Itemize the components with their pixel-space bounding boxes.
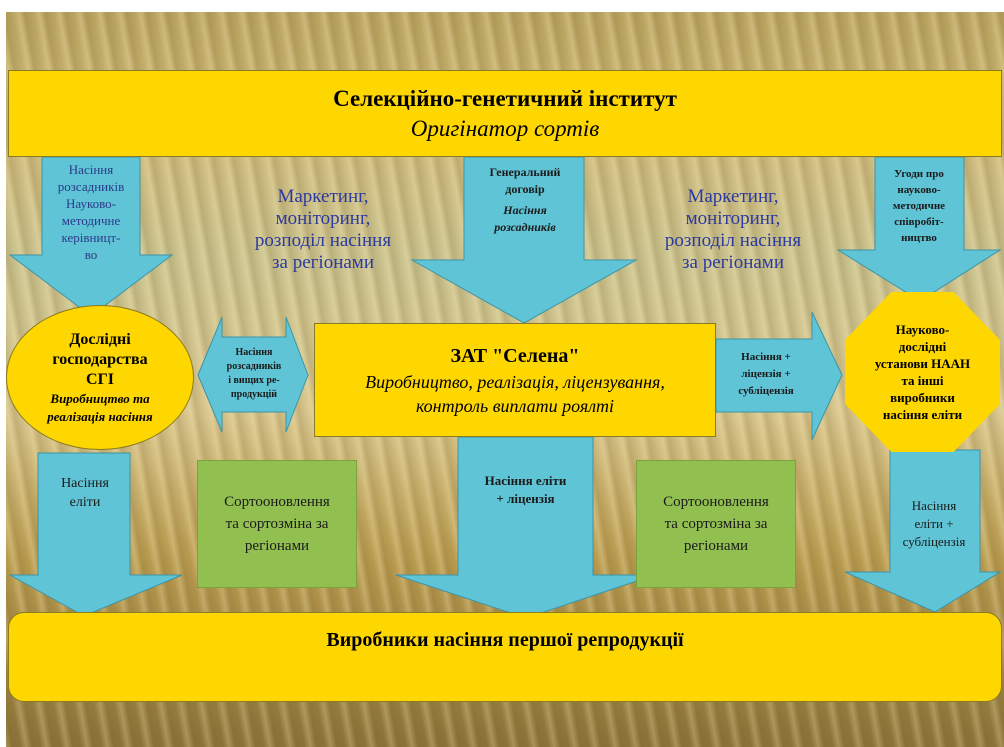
arrow-selena-to-producers (395, 436, 656, 619)
producers-title: Виробники насіння першої репродукції (326, 629, 684, 651)
left-border (0, 0, 6, 747)
arrow-selena-to-naan (715, 311, 843, 441)
experimental-farms-ellipse: Дослідні господарства СГІ Виробництво та… (6, 305, 194, 450)
arrow-institute-to-farms (8, 156, 174, 317)
green-box-right: Сортооновлення та сортозміна за регіонам… (636, 460, 796, 588)
down-left-arrow-label: Насіння еліти (61, 476, 109, 510)
producers-box: Виробники насіння першої репродукції (8, 612, 1002, 702)
selena-box: ЗАТ "Селена" Виробництво, реалізація, лі… (314, 323, 716, 437)
institute-title: Селекційно-генетичний інститут (333, 85, 677, 111)
down-center-arrow-label: Насіння еліти + ліцензія (484, 473, 567, 506)
down-right-arrow-label: Насіння еліти + субліцензія (902, 498, 966, 549)
agreement-label: Угоди про науково- методичне співробіт- … (892, 168, 946, 244)
marketing-left-label: Маркетинг, моніторинг, розподіл насіння … (254, 186, 392, 273)
right-arrow-label: Насіння + ліцензія + субліцензія (738, 351, 794, 397)
double-arrow-label: Насіння розсадників і вищих ре- продукці… (226, 347, 282, 400)
green-box-left: Сортооновлення та сортозміна за регіонам… (197, 460, 357, 588)
general-contract-label: Генеральний договір Насіння розсадників (489, 165, 561, 234)
arrow-naan-to-producers (844, 449, 1002, 613)
arrow-farms-to-producers (8, 452, 183, 617)
left-arrow-label: Насіння розсадників Науково- методичне к… (57, 162, 125, 262)
institute-subtitle: Оригінатор сортів (410, 115, 600, 141)
institute-box: Селекційно-генетичний інститут Оригінато… (8, 70, 1002, 157)
selena-title: ЗАТ "Селена" (450, 345, 580, 367)
double-arrow-farms-selena (197, 316, 309, 433)
top-border (0, 0, 1004, 12)
naan-octagon: Науково- дослідні установи НААН та інші … (845, 292, 1000, 452)
arrow-institute-to-selena (410, 156, 638, 324)
marketing-right-label: Маркетинг, моніторинг, розподіл насіння … (664, 186, 802, 273)
arrow-institute-to-naan (836, 156, 1002, 302)
